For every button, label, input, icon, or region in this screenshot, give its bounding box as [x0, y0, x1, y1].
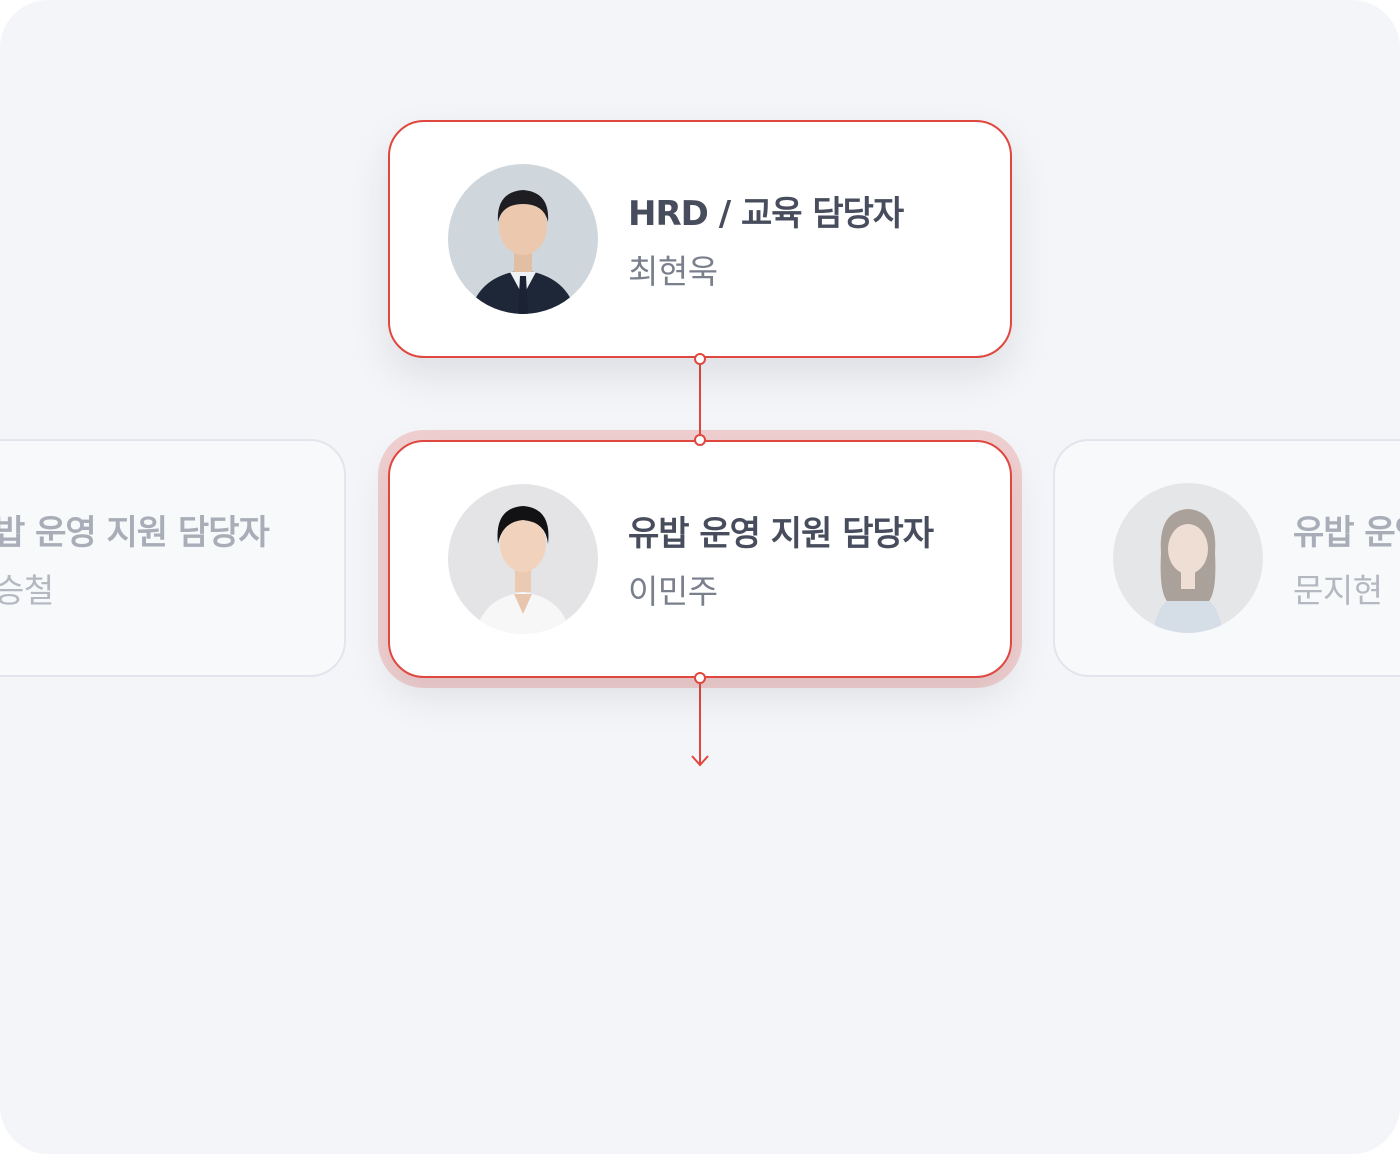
org-card-role: 밥 운영 지원 담당자: [0, 512, 270, 553]
org-card-middle[interactable]: 유밥 운영 지원 담당자 이민주: [388, 440, 1012, 678]
person-avatar-icon: [448, 484, 598, 634]
org-card-right[interactable]: 유밥 운영 문지현: [1053, 439, 1400, 677]
org-card-top-text: HRD / 교육 담당자 최현욱: [628, 186, 904, 293]
org-card-left[interactable]: 밥 운영 지원 담당자 승철: [0, 439, 346, 677]
org-card-right-text: 유밥 운영 문지현: [1293, 505, 1400, 612]
org-card-name: 최현욱: [628, 251, 718, 291]
org-card-left-text: 밥 운영 지원 담당자 승철: [0, 505, 270, 612]
org-card-middle-text: 유밥 운영 지원 담당자 이민주: [628, 506, 934, 613]
person-avatar-icon: [1113, 483, 1263, 633]
org-card-name: 문지현: [1293, 570, 1383, 610]
org-card-role: 유밥 운영 지원 담당자: [628, 513, 934, 554]
org-card-top[interactable]: HRD / 교육 담당자 최현욱: [388, 120, 1012, 358]
avatar: [1113, 483, 1263, 633]
org-card-role: 유밥 운영: [1293, 512, 1400, 553]
avatar: [448, 164, 598, 314]
org-card-role: HRD / 교육 담당자: [628, 193, 904, 234]
org-card-name: 이민주: [628, 571, 718, 611]
avatar: [448, 484, 598, 634]
arrow-down-icon: [691, 755, 709, 767]
org-card-name: 승철: [0, 570, 54, 610]
person-avatar-icon: [448, 164, 598, 314]
